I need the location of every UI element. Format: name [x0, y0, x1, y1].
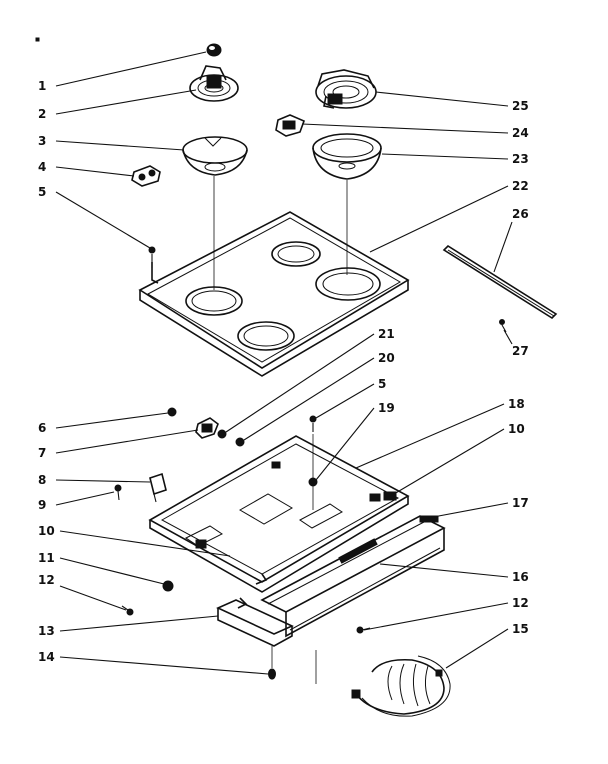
callout-24: 24	[301, 123, 529, 140]
callout-label-25: 25	[512, 99, 529, 113]
callout-9: 9	[38, 491, 115, 512]
callout-15: 15	[445, 622, 529, 669]
callout-25: 25	[375, 91, 529, 113]
callout-label-22: 22	[512, 179, 529, 193]
callout-label-4: 4	[38, 160, 46, 174]
part-13-side-bracket	[216, 597, 294, 647]
callout-8: 8	[38, 473, 151, 487]
callout-1: 1	[38, 51, 207, 93]
callout-10-upper: 10	[393, 422, 525, 495]
callout-label-8: 8	[38, 473, 46, 487]
callout-6: 6	[38, 412, 169, 435]
callout-label-3: 3	[38, 134, 46, 148]
callout-label-10-upper: 10	[508, 422, 525, 436]
callout-label-6: 6	[38, 421, 46, 435]
callout-27: 27	[503, 329, 529, 358]
part-15-wire-harness	[315, 650, 451, 717]
part-3-drip-bowl-small	[182, 136, 248, 176]
callout-label-15: 15	[512, 622, 529, 636]
callout-label-2: 2	[38, 107, 46, 121]
callout-5-upper: 5	[38, 185, 151, 249]
callout-label-19: 19	[378, 401, 395, 415]
callout-label-17: 17	[512, 496, 529, 510]
callout-16: 16	[379, 563, 529, 584]
callout-4: 4	[38, 160, 135, 177]
callout-label-12-left: 12	[38, 573, 55, 587]
part-17-16-front-rail	[260, 515, 446, 638]
part-4-terminal-block	[131, 165, 161, 187]
part-5-screw-lower	[309, 415, 317, 432]
part-12-screw-left	[121, 605, 134, 616]
callout-label-7: 7	[38, 446, 46, 460]
callout-5-lower: 5	[315, 377, 386, 419]
callout-label-21: 21	[378, 327, 395, 341]
callout-label-11: 11	[38, 551, 55, 565]
part-22-cooktop-main-top	[138, 211, 410, 377]
callout-12-left: 12	[38, 573, 127, 611]
callout-18: 18	[355, 397, 525, 469]
callout-label-24: 24	[512, 126, 529, 140]
callout-17: 17	[427, 496, 529, 519]
callout-label-27: 27	[512, 344, 529, 358]
part-25-surface-element-large	[315, 69, 377, 109]
part-18-burner-box	[148, 435, 410, 593]
callout-11: 11	[38, 551, 165, 585]
part-2-surface-element-small	[189, 65, 239, 102]
part-21-fastener	[217, 429, 227, 439]
part-27-screw	[499, 319, 507, 333]
callout-26: 26	[493, 207, 529, 273]
part-26-trim-strip	[442, 244, 558, 320]
stray-mark	[35, 37, 40, 42]
part-24-receptacle	[275, 114, 306, 137]
callout-label-10-lower: 10	[38, 524, 55, 538]
callout-20: 20	[243, 351, 395, 441]
part-20-fastener	[235, 437, 245, 447]
callout-label-26: 26	[512, 207, 529, 221]
callout-label-13: 13	[38, 624, 55, 638]
part-7-bracket	[195, 417, 219, 439]
part-14-screw	[268, 646, 276, 680]
callout-7: 7	[38, 429, 199, 460]
callout-21: 21	[225, 327, 395, 433]
callout-label-1: 1	[38, 79, 46, 93]
callout-10-lower: 10	[38, 524, 231, 557]
part-8-bracket	[149, 472, 167, 503]
part-23-drip-bowl-large	[312, 133, 382, 180]
callout-2: 2	[38, 89, 197, 121]
part-1-knob-cap	[206, 43, 222, 57]
callout-19: 19	[315, 401, 395, 481]
callout-23: 23	[381, 152, 529, 166]
callout-label-23: 23	[512, 152, 529, 166]
callout-label-5-upper: 5	[38, 185, 46, 199]
callout-label-20: 20	[378, 351, 395, 365]
callout-12-right: 12	[363, 596, 529, 631]
callout-label-14: 14	[38, 650, 55, 664]
callout-label-18: 18	[508, 397, 525, 411]
part-10-clip-upper	[383, 491, 397, 501]
part-6-screw	[167, 407, 177, 417]
callout-14: 14	[38, 650, 269, 675]
callout-13: 13	[38, 615, 219, 638]
part-9-screw	[114, 484, 122, 501]
part-11-screw	[162, 580, 174, 592]
part-12-screw-right	[356, 626, 371, 634]
callout-label-5-lower: 5	[378, 377, 386, 391]
callout-label-16: 16	[512, 570, 529, 584]
callout-22: 22	[369, 179, 529, 253]
callout-label-9: 9	[38, 498, 46, 512]
callout-label-12-right: 12	[512, 596, 529, 610]
callout-3: 3	[38, 134, 185, 151]
